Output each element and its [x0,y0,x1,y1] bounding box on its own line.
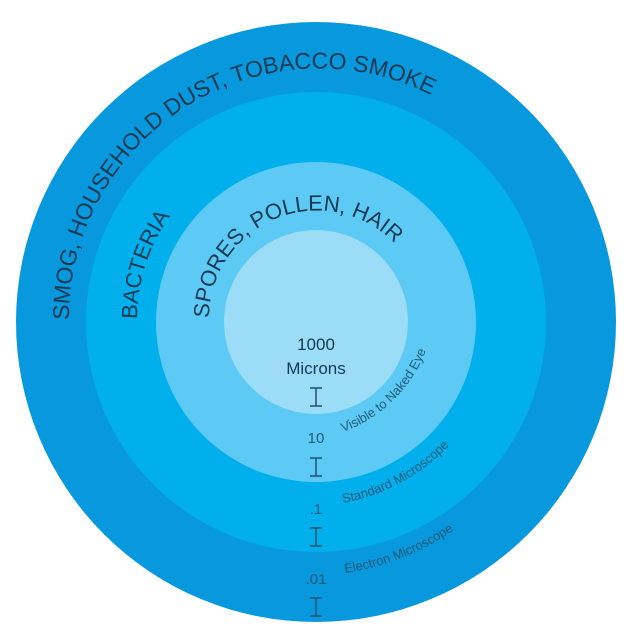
tick-point-1 [310,527,322,547]
tick-1000 [310,387,322,407]
scale-mark-point-01: .01 [306,571,327,588]
scale-ticks [310,387,322,617]
scale-mark-point-1: .1 [310,501,323,518]
inner-circle [224,230,408,414]
scale-mark-10: 10 [308,430,325,447]
tick-point-01 [310,597,322,617]
center-value: 1000 [297,335,335,354]
center-unit: Microns [286,359,346,378]
tick-10 [310,457,322,477]
